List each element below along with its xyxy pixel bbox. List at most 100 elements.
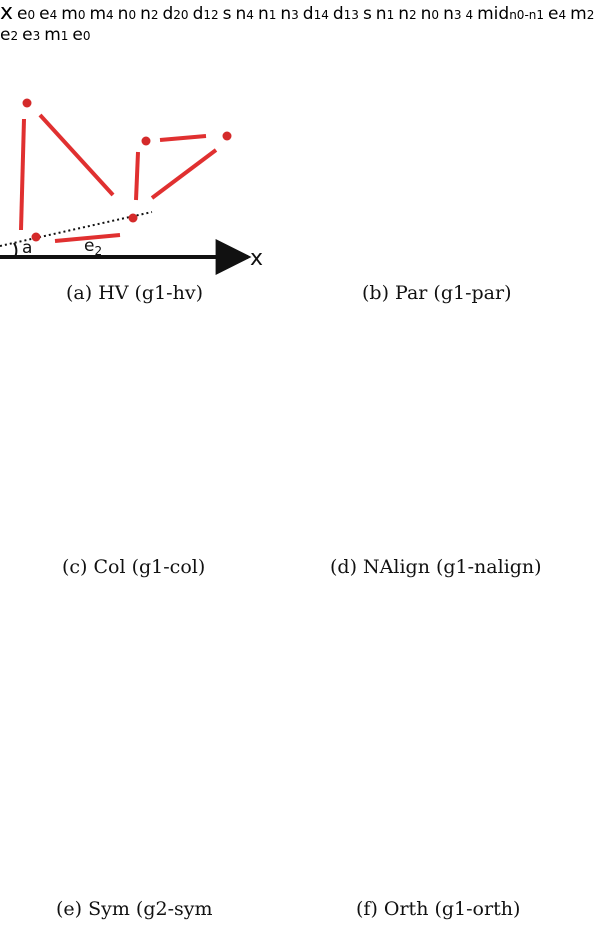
node: n1 n2 n0 n3 4 midn0-n1 <box>375 4 548 24</box>
node: e0 e4 m0 m4 <box>17 4 118 24</box>
node <box>22 98 32 108</box>
caption-c: (c) Col (g1-col) <box>62 556 206 578</box>
n2-label: n2 <box>398 4 417 24</box>
node <box>31 232 41 242</box>
guide-line: e4 m2 e2 e3 m1 e0 <box>0 4 595 45</box>
s-label: s <box>222 4 232 24</box>
d20-label: d20 <box>162 4 189 24</box>
node: n1 n2 n0 n3 4 midn0-n1 <box>375 4 548 24</box>
edge: n4 n1 n3 d14 d13 s <box>235 4 376 24</box>
d12-label: d12 <box>192 4 219 24</box>
edge: e4 m2 e2 e3 m1 e0 <box>0 4 595 45</box>
edge: e4 m2 e2 e3 m1 e0 <box>0 4 595 45</box>
caption-e: (e) Sym (g2-sym <box>56 898 213 920</box>
e0-label: e0 <box>17 4 36 24</box>
n4-label: n4 <box>235 4 254 24</box>
x-axis: x e0 e4 m0 m4 <box>0 0 118 25</box>
edge <box>54 233 121 243</box>
node <box>141 136 151 146</box>
edge: e4 m2 e2 e3 m1 e0 <box>0 4 595 45</box>
edge: n4 n1 n3 d14 d13 s <box>235 4 376 24</box>
node: n1 n2 n0 n3 4 midn0-n1 <box>375 4 548 24</box>
n1-label: n1 <box>375 4 395 24</box>
node: e0 e4 m0 m4 <box>17 4 118 24</box>
edge: n4 n1 n3 d14 d13 s <box>235 4 376 24</box>
edge: n0 n2 d20 d12 s <box>117 4 236 24</box>
edge: e0 e4 m0 m4 <box>17 4 118 24</box>
edge: n0 n2 d20 d12 s <box>117 4 236 24</box>
node: e0 e4 m0 m4 <box>17 4 118 24</box>
angle-arc: e0 e4 m0 m4 <box>17 4 118 24</box>
caption-b: (b) Par (g1-par) <box>362 282 512 304</box>
node: e4 m2 e2 e3 m1 e0 <box>0 4 595 45</box>
edge <box>159 134 207 142</box>
e3-label: e3 <box>22 25 41 45</box>
edge: e0 e4 m0 m4 <box>17 4 118 24</box>
node: e4 m2 e2 e3 m1 e0 <box>0 4 595 45</box>
guide-line: n4 n1 n3 d14 d13 s <box>235 4 376 24</box>
guide-line: e4 m2 e2 e3 m1 e0 <box>0 4 595 45</box>
edge: n1 n2 n0 n3 4 midn0-n1 <box>375 4 548 24</box>
angle-arc: e4 m2 e2 e3 m1 e0 <box>0 4 595 45</box>
n0-label: n0 <box>117 4 137 24</box>
node: n4 n1 n3 d14 d13 s <box>235 4 376 24</box>
guide-line: e0 e4 m0 m4 <box>17 4 118 24</box>
m2-label: m2 <box>570 4 595 24</box>
node <box>222 131 232 141</box>
d13-label: d13 <box>332 4 359 24</box>
edge: e0 e4 m0 m4 <box>17 4 118 24</box>
node: e0 e4 m0 m4 <box>17 4 118 24</box>
edge: e0 e4 m0 m4 <box>17 4 118 24</box>
mid-label: midn0-n1 <box>477 4 545 24</box>
edge: e4 m2 e2 e3 m1 e0 <box>0 4 595 45</box>
edge: n0 n2 d20 d12 s <box>117 4 236 24</box>
edge <box>134 151 140 201</box>
x-axis-label: x <box>250 246 263 271</box>
edge: n0 n2 d20 d12 s <box>117 4 236 24</box>
edge-label: e2 <box>84 236 102 258</box>
e2-label: e2 <box>0 25 19 45</box>
node: n0 n2 d20 d12 s <box>117 4 236 24</box>
caption-d: (d) NAlign (g1-nalign) <box>330 556 542 578</box>
guide-line: e4 m2 e2 e3 m1 e0 <box>0 4 595 45</box>
x-axis-label: x <box>0 0 14 25</box>
panel-e-sym: n1 n2 n0 n3 4 midn0-n1 <box>375 4 548 24</box>
e4-label: e4 <box>548 4 567 24</box>
edge <box>19 118 26 231</box>
node: e0 e4 m0 m4 <box>17 4 118 24</box>
guide-line: n0 n2 d20 d12 s <box>117 4 236 24</box>
caption-f: (f) Orth (g1-orth) <box>356 898 521 920</box>
n3-label: n3 <box>443 4 462 24</box>
node: n0 n2 d20 d12 s <box>117 4 236 24</box>
edge: n1 n2 n0 n3 4 midn0-n1 <box>375 4 548 24</box>
n2-label: n2 <box>140 4 159 24</box>
edge: n1 n2 n0 n3 4 midn0-n1 <box>375 4 548 24</box>
guide-line: e4 m2 e2 e3 m1 e0 <box>0 4 595 45</box>
edge: e4 m2 e2 e3 m1 e0 <box>0 4 595 45</box>
panel-b-par: x e0 e4 m0 m4 <box>0 0 118 25</box>
angle-arc <box>13 242 18 258</box>
node: n0 n2 d20 d12 s <box>117 4 236 24</box>
node: e4 m2 e2 e3 m1 e0 <box>0 4 595 45</box>
d14-label: d14 <box>302 4 329 24</box>
node: e4 m2 e2 e3 m1 e0 <box>0 4 595 45</box>
n1-label: n1 <box>257 4 277 24</box>
edge: n1 n2 n0 n3 4 midn0-n1 <box>375 4 548 24</box>
midpoint-marker: n1 n2 n0 n3 4 midn0-n1 <box>375 4 548 24</box>
edge: e0 e4 m0 m4 <box>17 4 118 24</box>
edge: n4 n1 n3 d14 d13 s <box>235 4 376 24</box>
n4-label: 4 <box>465 8 474 22</box>
m4-label: m4 <box>89 4 114 24</box>
node <box>128 213 138 223</box>
panel-c-col: n0 n2 d20 d12 s <box>117 4 236 24</box>
node: n4 n1 n3 d14 d13 s <box>235 4 376 24</box>
edge: n0 n2 d20 d12 s <box>117 4 236 24</box>
s-label: s <box>362 4 372 24</box>
panel-f-orth: e4 m2 e2 e3 m1 e0 <box>0 4 595 45</box>
m0-label: m0 <box>61 4 86 24</box>
edge: n4 n1 n3 d14 d13 s <box>235 4 376 24</box>
panel-d-nalign: n4 n1 n3 d14 d13 s <box>235 4 376 24</box>
guide-line: n4 n1 n3 d14 d13 s <box>235 4 376 24</box>
node: e4 m2 e2 e3 m1 e0 <box>0 4 595 45</box>
